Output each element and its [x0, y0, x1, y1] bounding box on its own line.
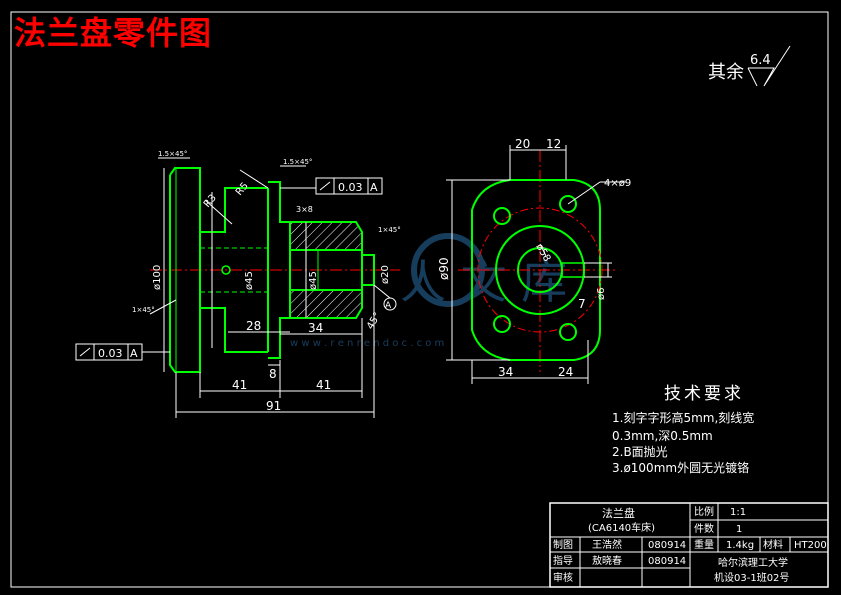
- tech-item-1: 1.刻字字形高5mm,刻线宽: [612, 410, 754, 425]
- dim-91: 91: [266, 399, 281, 413]
- left-dimension-lines: [163, 168, 375, 418]
- dim-8: 8: [269, 367, 277, 381]
- bolt-hole-3: [493, 315, 511, 333]
- radius-r3: R3: [202, 193, 219, 210]
- bolt-hole-1: [493, 207, 511, 225]
- row-2-date: 080914: [648, 556, 686, 567]
- neck-lower: [268, 317, 290, 359]
- watermark: 人 文 库 w w w . r e n r e n d o c . c o m: [290, 233, 567, 349]
- tol-top-datum: A: [370, 181, 378, 194]
- weight-value: 1.4kg: [726, 540, 754, 551]
- material-value: HT200: [794, 540, 827, 551]
- flange-outline: [471, 179, 601, 361]
- right-view: 20 12 34 24 4×ø9 ø90 ø6 ø58 7: [437, 137, 631, 384]
- page-title: 法兰盘零件图: [14, 14, 213, 52]
- tolerance-frame-top: 0.03 A: [280, 177, 383, 195]
- left-view: 28 34 8 41 41 91 3×8 ø100 ø45 ø45 ø20 1.…: [75, 150, 401, 418]
- sleeve-upper-section: [289, 221, 363, 251]
- scale-value: 1:1: [730, 507, 746, 518]
- row-1-name: 王浩然: [592, 538, 622, 551]
- bolt-hole-2: [559, 195, 577, 213]
- dim-24: 24: [558, 365, 573, 379]
- watermark-text: 人 文 库: [400, 255, 567, 309]
- tol-top-value: 0.03: [338, 181, 363, 194]
- part-sub: (CA6140车床): [588, 521, 655, 534]
- surface-finish-prefix: 其余: [708, 62, 744, 83]
- row-2-name: 敖晓春: [592, 554, 622, 567]
- sleeve-end-step: [361, 254, 375, 286]
- dia-90: ø90: [437, 257, 451, 280]
- class-name: 机设03-1班02号: [714, 571, 789, 584]
- surface-finish-value: 6.4: [750, 53, 771, 68]
- dia-20: ø20: [380, 265, 391, 284]
- chamfer-4: 1×45°: [132, 306, 155, 314]
- chamfer-3: 1×45°: [378, 226, 401, 234]
- dim-28: 28: [246, 319, 261, 333]
- school-name: 哈尔滨理工大学: [718, 556, 788, 569]
- chamfer-2: 1.5×45°: [283, 158, 312, 166]
- dia-45-b: ø45: [308, 271, 319, 290]
- bolt-circle: [477, 207, 603, 333]
- dia-6: ø6: [596, 288, 607, 300]
- scale-label: 比例: [694, 505, 714, 518]
- dia-100: ø100: [152, 265, 163, 290]
- weight-label: 重量: [694, 538, 714, 551]
- count-label: 件数: [694, 522, 714, 535]
- chamfer-1: 1.5×45°: [158, 150, 187, 158]
- datum-a-label: A: [385, 301, 392, 311]
- datum-a: A 45°: [365, 284, 397, 332]
- count-value: 1: [736, 524, 742, 535]
- part-name: 法兰盘: [602, 506, 635, 520]
- tech-item-2: 0.3mm,深0.5mm: [612, 429, 713, 443]
- dim-20: 20: [515, 137, 530, 151]
- row-3-role: 审核: [553, 571, 573, 584]
- tech-requirements: 技术要求 1.刻字字形高5mm,刻线宽 0.3mm,深0.5mm 2.B面抛光 …: [612, 384, 754, 475]
- dim-7: 7: [578, 297, 586, 311]
- dia-45-a: ø45: [244, 271, 255, 290]
- roughness-symbol: [748, 45, 791, 87]
- neck-upper: [268, 181, 290, 223]
- tech-title: 技术要求: [664, 384, 744, 404]
- bolt-hole-4: [559, 323, 577, 341]
- tech-item-4: 3.ø100mm外圆无光镀铬: [612, 460, 749, 475]
- row-1-role: 制图: [553, 538, 573, 551]
- dim-3x8: 3×8: [296, 205, 313, 214]
- holes-label: 4×ø9: [604, 178, 631, 189]
- dim-41-left: 41: [232, 378, 247, 392]
- watermark-url: w w w . r e n r e n d o c . c o m: [290, 338, 444, 349]
- angle-45: 45°: [365, 311, 383, 332]
- surface-finish-note: 其余 6.4: [708, 45, 791, 87]
- material-label: 材料: [763, 538, 783, 551]
- tol-bottom-value: 0.03: [98, 347, 123, 360]
- dim-34-right: 34: [498, 365, 513, 379]
- tolerance-frame-bottom: 0.03 A: [75, 343, 170, 361]
- dim-34: 34: [308, 321, 323, 335]
- sleeve-lower-section: [289, 289, 363, 319]
- tol-bottom-datum: A: [130, 347, 138, 360]
- title-block: 法兰盘 (CA6140车床) 比例 1:1 件数 1 制图 王浩然 080914…: [549, 502, 829, 588]
- dim-41-right: 41: [316, 378, 331, 392]
- drawing-frame: [10, 11, 829, 588]
- title-block-grid: [550, 503, 828, 587]
- roughness-symbol-leg: [747, 67, 758, 87]
- hub-pin-hole: [221, 265, 231, 275]
- row-1-date: 080914: [648, 540, 686, 551]
- dim-12: 12: [546, 137, 561, 151]
- radius-r5: R5: [234, 181, 251, 198]
- side-pin-hole: [561, 262, 585, 278]
- tech-item-3: 2.B面抛光: [612, 444, 668, 459]
- chamfer-4-leader: [149, 299, 177, 315]
- right-dimension-lines: [446, 145, 626, 384]
- row-2-role: 指导: [553, 554, 573, 567]
